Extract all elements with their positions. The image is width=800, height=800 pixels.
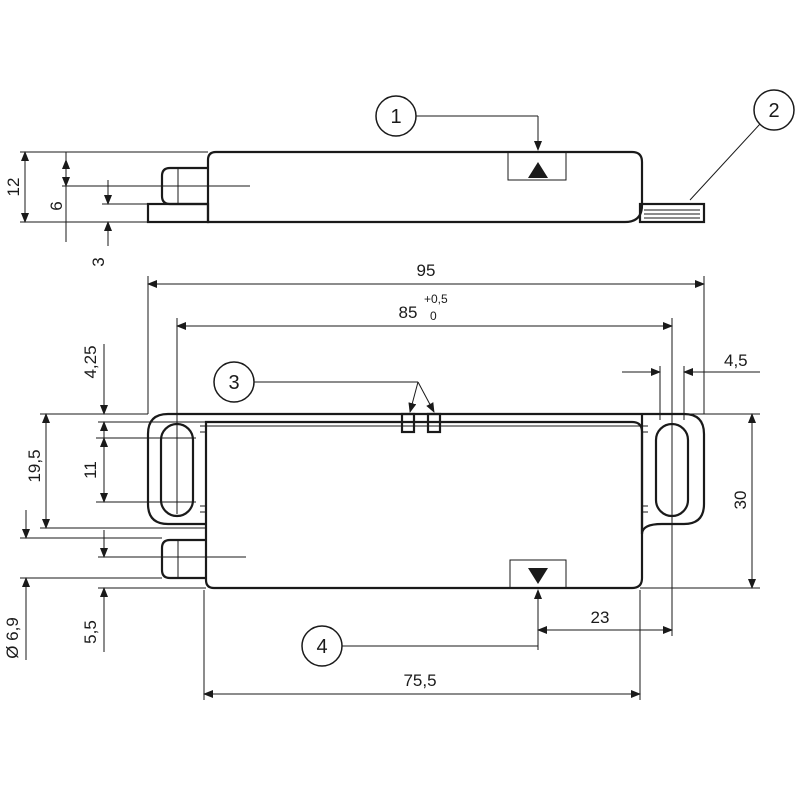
side-view-dimensions: 12 6 3 <box>4 151 208 267</box>
side-right-flange <box>638 202 706 224</box>
svg-text:3: 3 <box>228 372 239 394</box>
dim-flange-thickness: 3 <box>89 257 108 266</box>
clip-left <box>400 412 416 434</box>
top-view <box>112 412 706 590</box>
dim-height-total: 12 <box>4 178 23 197</box>
callout-4: 4 <box>301 589 542 667</box>
callout-2: 2 <box>689 89 795 201</box>
dim-overall-length: 95 <box>417 261 436 280</box>
dim-slot-length: 11 <box>81 461 100 479</box>
side-marker-box <box>507 151 567 181</box>
svg-text:1: 1 <box>390 106 401 128</box>
top-tube <box>160 538 206 580</box>
side-body <box>206 150 644 224</box>
side-view <box>112 150 706 224</box>
svg-text:2: 2 <box>768 100 779 122</box>
dim-hole-width: 4,5 <box>724 351 748 370</box>
top-view-horizontal-dimensions: 95 85 +0,5 0 4,5 23 75,5 <box>147 261 760 700</box>
svg-text:4: 4 <box>316 636 327 658</box>
mounting-plate <box>146 412 706 535</box>
top-view-vertical-dimensions: 19,5 4,25 11 30 Ø 6,9 5,5 <box>3 344 760 660</box>
dim-marker-offset: 23 <box>591 608 610 627</box>
dim-hole-spacing-tol-upper: +0,5 <box>424 292 448 306</box>
side-left-flange <box>146 202 210 224</box>
top-marker-box <box>509 559 567 589</box>
top-body <box>204 420 644 590</box>
dim-body-width: 30 <box>731 491 750 510</box>
callout-1: 1 <box>375 95 542 151</box>
dim-top-offset: 4,25 <box>81 345 100 378</box>
triangle-down-icon <box>528 568 548 584</box>
callout-3: 3 <box>213 361 435 413</box>
dim-height-center: 6 <box>47 201 66 210</box>
dim-tube-offset: 5,5 <box>81 620 100 644</box>
dim-tube-diameter: Ø 6,9 <box>3 617 22 659</box>
dim-hole-center-height: 19,5 <box>25 449 44 482</box>
clip-right <box>426 412 442 434</box>
triangle-up-icon <box>528 162 548 178</box>
dim-hole-spacing-tol-lower: 0 <box>430 309 437 323</box>
dim-hole-spacing: 85 <box>399 303 418 322</box>
dim-body-length: 75,5 <box>403 671 436 690</box>
